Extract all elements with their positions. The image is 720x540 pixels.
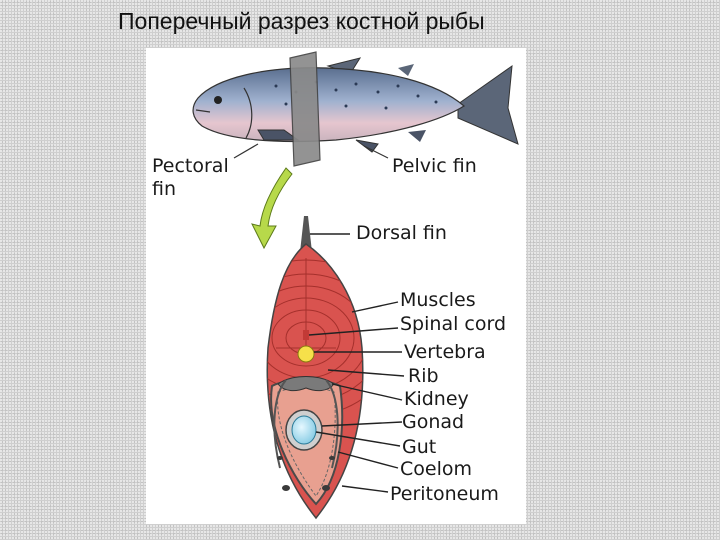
gut [292,416,316,444]
tail-fin [458,66,518,144]
cutting-plane [290,52,320,166]
spinal-cord [303,330,309,340]
label-pelvic-fin: Pelvic fin [392,156,477,177]
cross-section [216,216,396,518]
vertebra [298,346,314,362]
label-coelom: Coelom [400,459,472,480]
pelvic-fin-line [364,146,388,158]
label-muscles: Muscles [400,290,476,311]
pectoral-fin-line [234,144,258,158]
diagram-panel: Pectoral fin Pelvic fin Dorsal fin Muscl… [146,48,526,524]
label-rib: Rib [408,366,439,387]
label-kidney: Kidney [404,389,469,410]
label-pectoral-fin-2: fin [152,179,176,200]
green-arrow [252,168,292,248]
label-dorsal-fin: Dorsal fin [356,223,447,244]
label-pectoral-fin-1: Pectoral [152,156,229,177]
label-gonad: Gonad [402,412,464,433]
pelvic-fin-shape [356,140,378,152]
slide-title: Поперечный разрез костной рыбы [118,8,485,35]
label-spinal-cord: Spinal cord [400,314,506,335]
fish-illustration [193,52,518,166]
fish-cross-section-diagram [146,48,526,524]
label-gut: Gut [402,437,436,458]
fish-eye [214,96,222,104]
label-peritoneum: Peritoneum [390,484,499,505]
label-vertebra: Vertebra [404,342,486,363]
